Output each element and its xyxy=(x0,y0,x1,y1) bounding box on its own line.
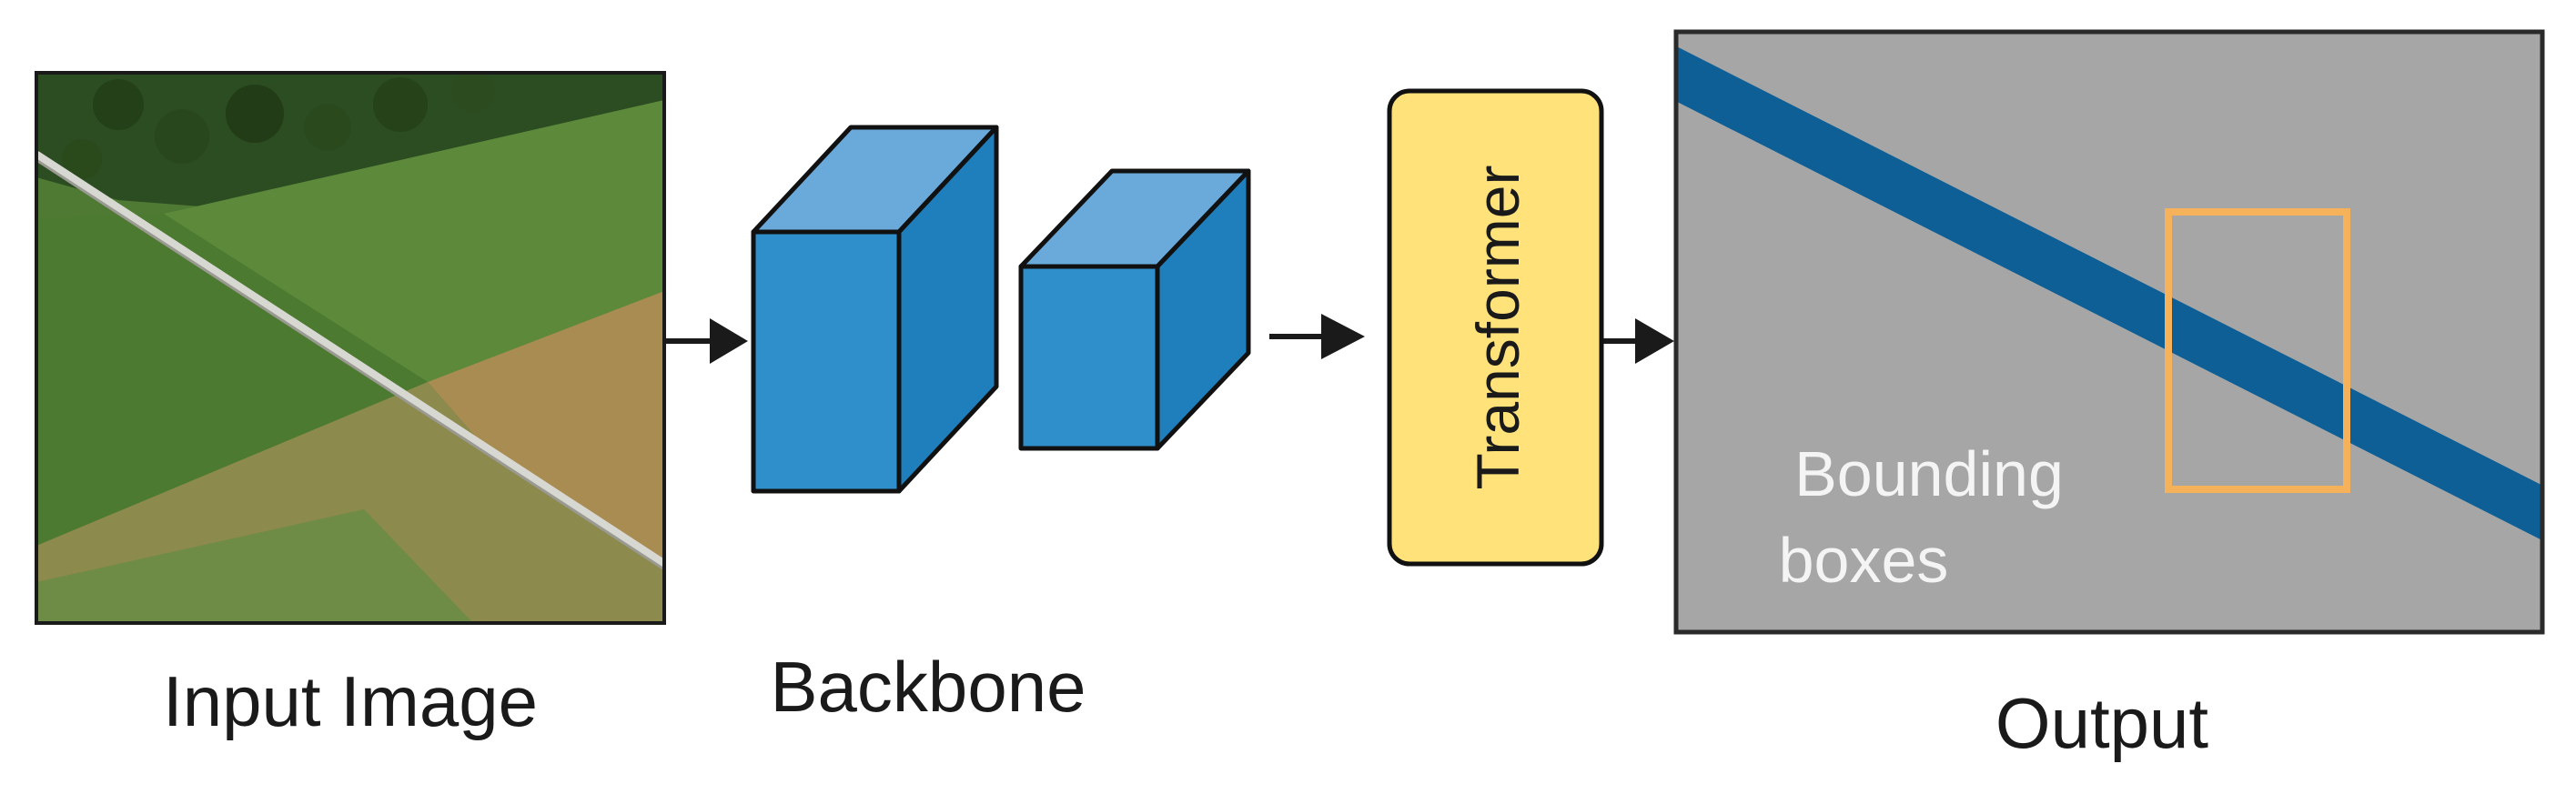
arrow-right-icon xyxy=(664,318,748,364)
input-image-frame xyxy=(35,71,666,625)
input-image xyxy=(36,73,664,623)
backbone-cube-large xyxy=(751,125,999,494)
transformer-label: Transformer xyxy=(1464,166,1531,490)
transformer-block xyxy=(1387,88,1604,567)
caption-backbone: Backbone xyxy=(771,647,1086,727)
backbone-cube-small xyxy=(1018,168,1251,451)
caption-output: Output xyxy=(1995,683,2208,763)
output-image xyxy=(1676,32,2542,632)
bounding-box xyxy=(2165,208,2350,493)
overlay-text-line2: boxes xyxy=(1779,525,1949,596)
overlay-text-line1: Bounding xyxy=(1794,438,2064,509)
arrow-right-icon xyxy=(1603,318,1674,364)
caption-input: Input Image xyxy=(163,661,538,741)
output-image-frame xyxy=(1673,29,2545,635)
arrow-right-icon xyxy=(1269,314,1365,359)
